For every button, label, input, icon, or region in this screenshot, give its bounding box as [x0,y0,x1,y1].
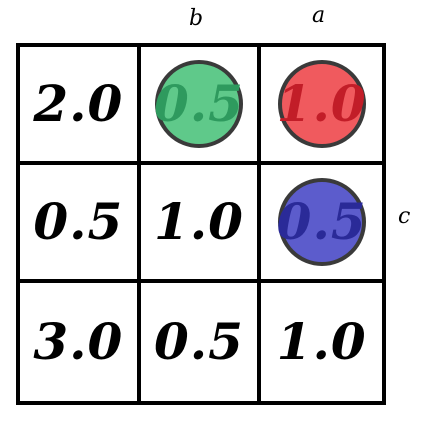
cell-r0-c2: 1.0 [261,47,382,165]
value-grid: 2.0 0.5 1.0 0.5 1.0 0.5 3.0 0.5 1.0 [16,43,386,405]
cell-value: 1.0 [276,74,367,133]
green-circle-marker [154,60,243,148]
cell-value: 0.5 [276,192,367,251]
red-circle-marker [277,60,366,148]
cell-value: 0.5 [33,192,124,251]
cell-r1-c0: 0.5 [20,165,141,283]
cell-r1-c1: 1.0 [140,165,262,283]
cell-value: 0.5 [153,312,244,371]
cell-value: 3.0 [33,312,124,371]
row-label-c: c [398,204,411,229]
cell-r2-c1: 0.5 [141,283,262,401]
cell-value: 0.5 [153,74,244,133]
cell-value: 2.0 [33,74,124,133]
cell-r2-c2: 1.0 [261,283,382,401]
cell-value: 1.0 [153,192,244,251]
column-label-b: b [189,6,204,31]
cell-r0-c0: 2.0 [20,47,141,165]
cell-r1-c2: 0.5 [261,165,382,283]
cell-r2-c0: 3.0 [20,283,141,401]
cell-value: 1.0 [276,312,367,371]
cell-r0-c1: 0.5 [140,47,262,165]
blue-circle-marker [277,178,366,266]
column-label-a: a [312,3,326,28]
